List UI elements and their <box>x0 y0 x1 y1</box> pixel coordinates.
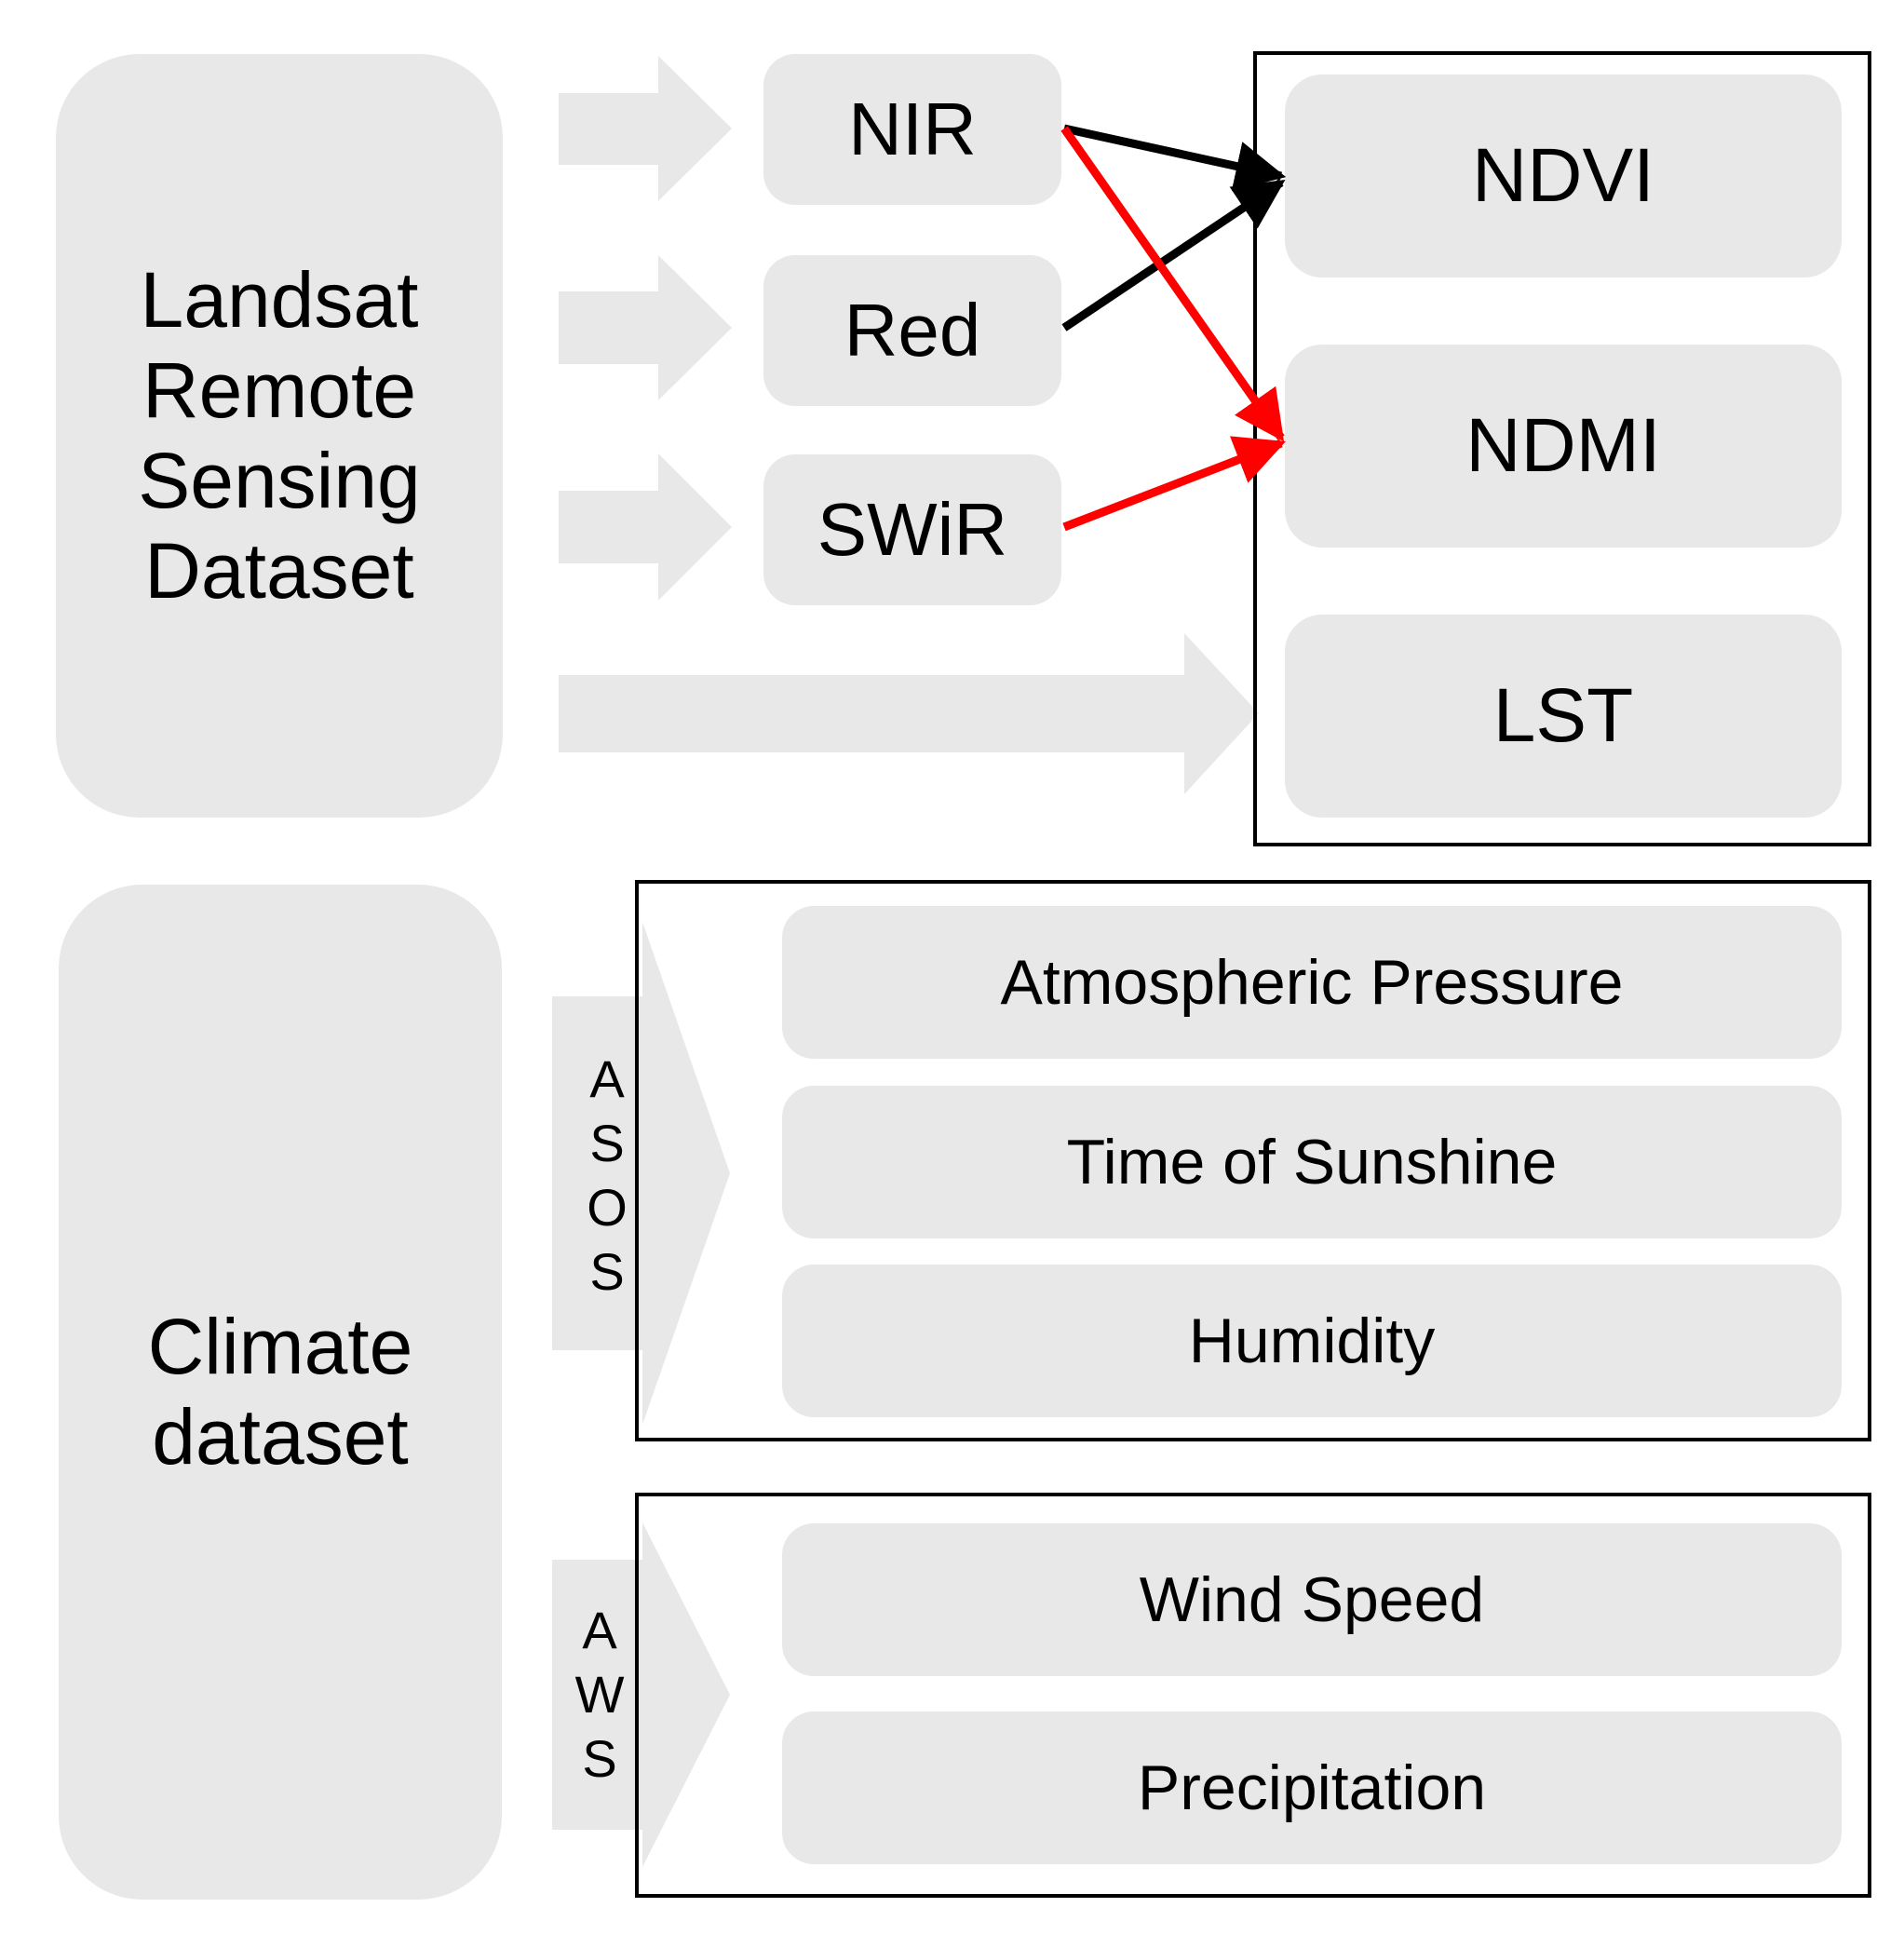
arrow-climate-to-asos <box>552 922 730 1425</box>
arrow-climate-to-aws <box>552 1522 730 1867</box>
band-red-box: Red <box>763 255 1061 406</box>
band-nir-box: NIR <box>763 54 1061 205</box>
link-nir-to-ndvi <box>1063 124 1287 191</box>
link-red-to-ndvi <box>1061 179 1286 331</box>
arrow-landsat-to-nir <box>559 56 732 201</box>
index-ndmi-box: NDMI <box>1285 345 1842 548</box>
asos-var-humidity: Humidity <box>782 1265 1842 1417</box>
link-swir-to-ndmi <box>1062 436 1287 532</box>
index-lst-box: LST <box>1285 615 1842 818</box>
asos-var-time-of-sunshine: Time of Sunshine <box>782 1086 1842 1238</box>
arrow-landsat-to-swir <box>559 453 732 601</box>
asos-label: A S O S <box>587 1049 628 1301</box>
arrow-landsat-to-lst <box>559 633 1259 794</box>
arrow-landsat-to-red <box>559 255 732 400</box>
band-swir-box: SWiR <box>763 454 1061 605</box>
aws-frame <box>635 1493 1871 1898</box>
asos-var-atmospheric-pressure: Atmospheric Pressure <box>782 906 1842 1059</box>
aws-var-wind-speed: Wind Speed <box>782 1523 1842 1676</box>
aws-var-precipitation: Precipitation <box>782 1711 1842 1864</box>
landsat-dataset-box: Landsat Remote Sensing Dataset <box>56 54 503 818</box>
asos-frame <box>635 880 1871 1441</box>
climate-dataset-box: Climate dataset <box>59 885 502 1900</box>
index-ndvi-box: NDVI <box>1285 74 1842 277</box>
link-nir-to-ndmi <box>1060 126 1285 442</box>
aws-label: A W S <box>574 1601 625 1788</box>
